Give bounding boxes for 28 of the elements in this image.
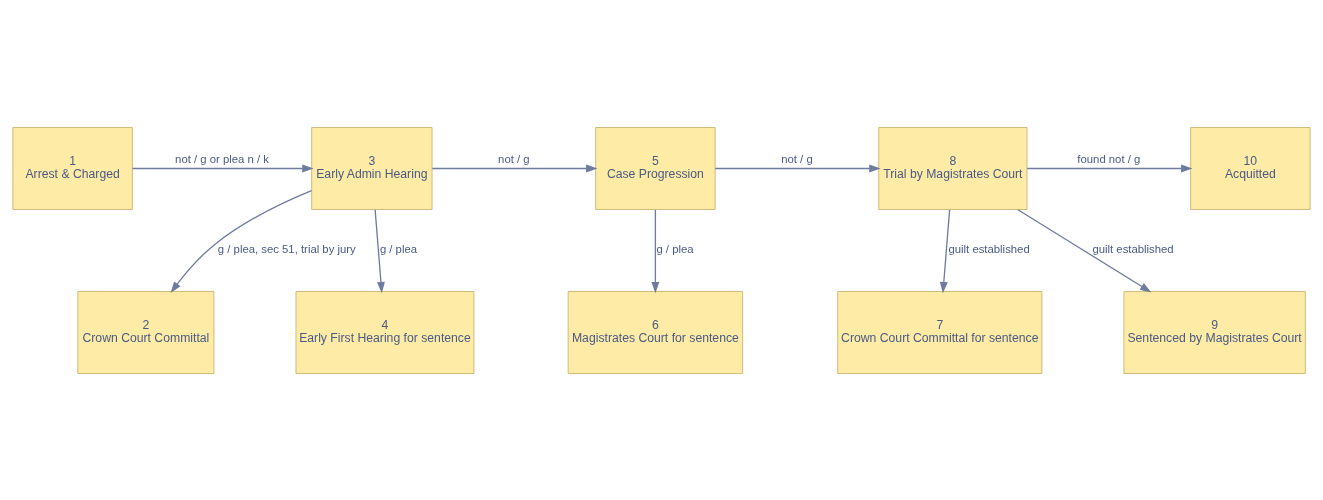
node-box: 4 Early First Hearing for sentence	[295, 290, 475, 374]
edge-label: not / g	[781, 152, 813, 165]
edge-label: not / g	[498, 152, 530, 165]
node-box: 9 Sentenced by Magistrates Court	[1123, 290, 1306, 374]
edge-label: g / plea	[379, 242, 418, 255]
arrow	[431, 164, 598, 172]
arrow	[131, 164, 314, 172]
node-box: 10 Acquitted	[1190, 126, 1311, 210]
edge-label: g / plea, sec 51, trial by jury	[217, 242, 356, 255]
edge-label: guilt established	[948, 242, 1030, 255]
edge-label: found not / g	[1077, 152, 1141, 165]
node-box: 3 Early Admin Hearing	[311, 126, 433, 210]
edge-label: not / g or plea n / k	[175, 152, 269, 165]
node-box: 1 Arrest & Charged	[12, 126, 133, 210]
node-box: 2 Crown Court Committal	[77, 290, 215, 374]
arrow	[170, 189, 313, 293]
node-box: 5 Case Progression	[595, 126, 716, 210]
arrow	[651, 208, 660, 293]
edge-label: guilt established	[1092, 242, 1174, 255]
arrow	[714, 164, 881, 172]
arrow	[1017, 208, 1152, 292]
arrow	[939, 208, 951, 293]
node-box: 8 Trial by Magistrates Court	[878, 126, 1028, 210]
edge-label: g / plea	[656, 242, 694, 255]
arrow	[1026, 164, 1193, 172]
node-box: 6 Magistrates Court for sentence	[567, 290, 744, 374]
arrow	[374, 208, 385, 293]
node-box: 7 Crown Court Committal for sentence	[837, 290, 1043, 374]
